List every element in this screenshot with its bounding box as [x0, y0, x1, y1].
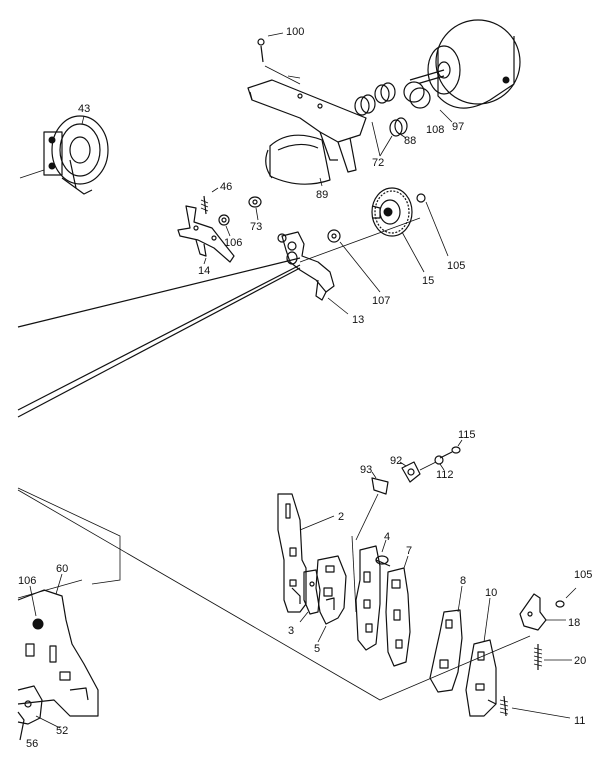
lever-14 — [177, 187, 235, 265]
lower-frame-lines — [17, 487, 531, 701]
label-107: 107 — [372, 295, 390, 307]
label-112: 112 — [436, 469, 454, 481]
label-105-upper: 105 — [447, 260, 465, 272]
lever-18 — [519, 587, 577, 631]
label-60: 60 — [56, 563, 68, 575]
slide-plate-5 — [315, 555, 347, 643]
label-4: 4 — [384, 531, 390, 543]
label-100: 100 — [286, 26, 304, 38]
label-3: 3 — [288, 625, 294, 637]
label-72: 72 — [372, 157, 384, 169]
motor-bracket — [247, 79, 367, 173]
arm-13 — [277, 231, 349, 315]
label-108: 108 — [426, 124, 444, 136]
label-13: 13 — [352, 314, 364, 326]
label-73: 73 — [250, 221, 262, 233]
lower-left-plate-52 — [17, 685, 61, 741]
washer-112 — [434, 455, 445, 471]
label-97: 97 — [452, 121, 464, 133]
slide-plate-4 — [355, 539, 391, 651]
part-labels: 100 43 97 108 88 72 89 46 106 73 14 105 … — [18, 26, 592, 750]
label-7: 7 — [406, 545, 412, 557]
washer-105-upper — [416, 193, 449, 257]
slide-plate-8 — [429, 585, 463, 693]
slide-plate-10 — [465, 597, 497, 717]
label-8: 8 — [460, 575, 466, 587]
label-11: 11 — [574, 715, 585, 727]
screw-115 — [439, 439, 463, 459]
screw-100 — [257, 32, 301, 85]
slide-plate-2 — [277, 493, 335, 613]
cover-89 — [265, 134, 331, 187]
bushing-73 — [248, 196, 262, 221]
label-43: 43 — [78, 103, 90, 115]
label-14: 14 — [198, 265, 210, 277]
slide-plate-3 — [299, 569, 321, 623]
upper-shaft-lines — [17, 217, 421, 418]
part-92 — [399, 461, 437, 483]
label-92: 92 — [390, 455, 402, 467]
motor-97 — [409, 19, 521, 123]
label-15: 15 — [422, 275, 434, 287]
spring-11 — [499, 695, 571, 719]
label-56: 56 — [26, 738, 38, 750]
label-105-lower: 105 — [574, 569, 592, 581]
label-93: 93 — [360, 464, 372, 476]
gear-set-72-88-108 — [354, 81, 431, 157]
label-89: 89 — [316, 189, 328, 201]
label-5: 5 — [314, 643, 320, 655]
washer-107 — [327, 229, 381, 293]
label-106-lower: 106 — [18, 575, 36, 587]
lower-left-plate-60 — [17, 573, 99, 717]
bracket-93 — [351, 471, 389, 613]
label-46: 46 — [220, 181, 232, 193]
label-10: 10 — [485, 587, 497, 599]
slide-plate-7 — [385, 555, 411, 667]
label-88: 88 — [404, 135, 416, 147]
label-18: 18 — [568, 617, 580, 629]
pulley-assembly-43 — [19, 115, 109, 195]
label-20: 20 — [574, 655, 586, 667]
spring-20 — [533, 644, 572, 670]
label-106-upper: 106 — [224, 237, 242, 249]
label-52: 52 — [56, 725, 68, 737]
label-2: 2 — [338, 511, 344, 523]
label-115: 115 — [458, 429, 476, 441]
gear-15 — [371, 187, 425, 273]
